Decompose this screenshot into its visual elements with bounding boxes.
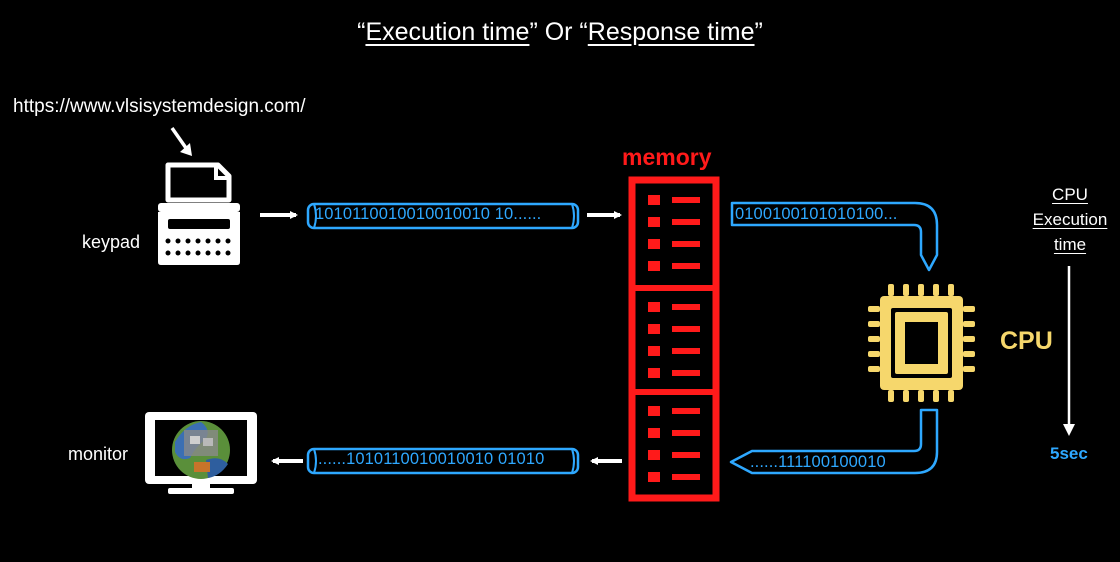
monitor-label: monitor <box>68 444 129 464</box>
stream-text-cpu-to-memory: ......111100100010 <box>750 453 886 471</box>
title-term-response-time: Response time <box>587 18 755 46</box>
stream-pipe-memory-to-monitor <box>306 447 580 475</box>
cpu-icon <box>868 284 975 402</box>
stream-pipe-memory-to-cpu <box>730 201 939 272</box>
cpu-exec-line-3: time <box>1053 235 1087 254</box>
title-open-quote: “ <box>357 18 366 46</box>
cpu-exec-line-1: CPU <box>1052 185 1088 204</box>
title-term-execution-time: Execution time <box>365 18 530 46</box>
stream-text-keypad-to-memory: 1010110010010010010 10...... <box>315 205 542 223</box>
time-arrow <box>1063 266 1075 436</box>
cpu-execution-time-label: CPU Execution time <box>1024 182 1116 257</box>
slide-title: “Execution time” Or “Response time” <box>0 18 1120 47</box>
title-connector: ” Or “ <box>529 18 588 46</box>
title-close-quote: ” <box>754 18 763 46</box>
globe-icon <box>172 421 230 479</box>
cpu-exec-line-2: Execution <box>1032 210 1108 229</box>
memory-label: memory <box>622 144 712 170</box>
stream-pipe-keypad-to-memory <box>306 202 580 230</box>
url-pointer-arrow <box>170 126 192 156</box>
cpu-label: CPU <box>1000 327 1053 355</box>
typewriter-icon <box>158 162 240 265</box>
memory-icon <box>628 176 720 502</box>
stream-text-memory-to-monitor: ......1010110010010010 01010 <box>318 450 545 468</box>
url-text: https://www.vlsisystemdesign.com/ <box>13 96 306 117</box>
stream-text-memory-to-cpu: 0100100101010100... <box>735 205 898 223</box>
monitor-icon <box>145 412 257 494</box>
duration-label: 5sec <box>1050 444 1088 463</box>
stream-pipe-cpu-to-memory <box>729 408 939 475</box>
keypad-label: keypad <box>82 232 141 252</box>
